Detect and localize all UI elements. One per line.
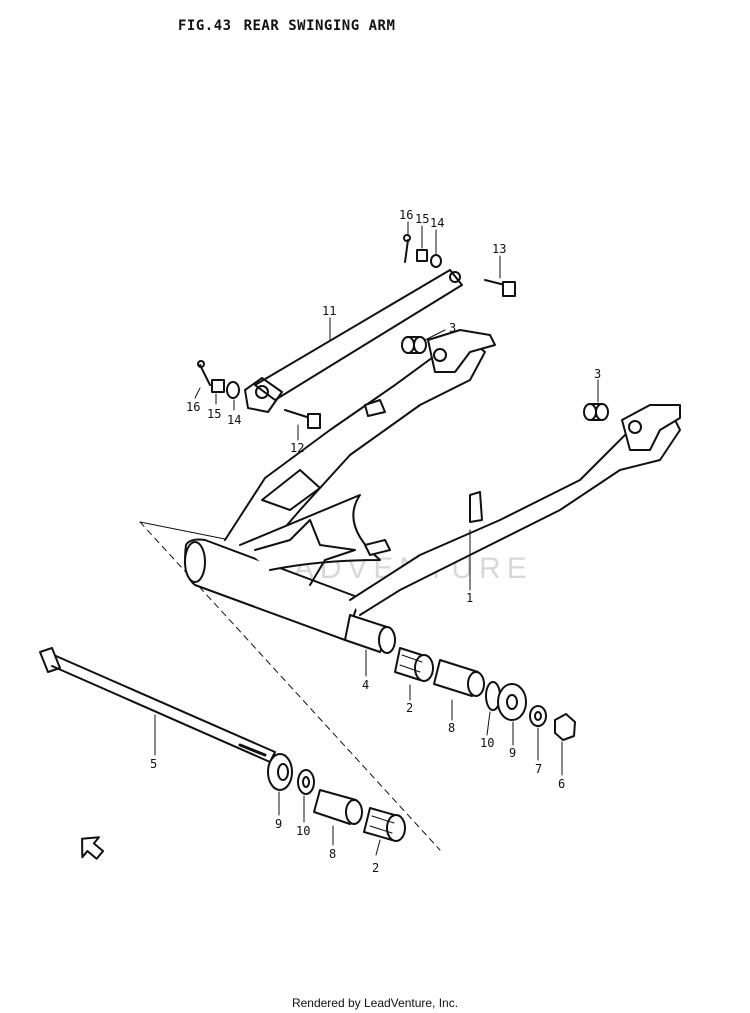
callout-6: 6 — [558, 777, 565, 791]
nut-left — [211, 379, 225, 393]
washer-left — [226, 381, 240, 399]
assembly-guide-line — [139, 521, 231, 541]
callout-4: 4 — [362, 678, 369, 692]
shock-rod — [244, 269, 463, 413]
callout-16: 16 — [186, 400, 200, 414]
pivot-shaft-5 — [39, 647, 276, 763]
figure-number: FIG.43 — [178, 18, 232, 34]
callout-15: 15 — [415, 212, 429, 226]
callout-3: 3 — [449, 321, 456, 335]
callout-13: 13 — [492, 242, 506, 256]
spacer-8-upper — [433, 659, 485, 697]
assembly-guide-line — [139, 521, 441, 851]
washer-10-lower — [297, 769, 315, 795]
nut-6 — [554, 713, 576, 741]
bolt-13 — [484, 279, 516, 297]
callout-2: 2 — [406, 701, 413, 715]
callout-8: 8 — [448, 721, 455, 735]
callout-5: 5 — [150, 757, 157, 771]
callout-16: 16 — [399, 208, 413, 222]
washer-top — [430, 254, 442, 268]
callout-3: 3 — [594, 367, 601, 381]
seal-9-lower — [267, 753, 293, 791]
needle-bearing-2-lower — [363, 807, 406, 842]
callout-8: 8 — [329, 847, 336, 861]
footer-credit: Rendered by LeadVenture, Inc. — [291, 996, 459, 1010]
spacer-8-lower — [313, 789, 363, 825]
callout-9: 9 — [275, 817, 282, 831]
front-direction-arrow-icon — [81, 836, 105, 860]
needle-bearing-2-upper — [394, 647, 434, 682]
callout-10: 10 — [296, 824, 310, 838]
bolt-12 — [284, 409, 321, 429]
cotter-pin-top — [403, 234, 411, 263]
callout-9: 9 — [509, 746, 516, 760]
nut-top — [416, 249, 428, 262]
swingarm-body — [184, 329, 681, 641]
bushing-3-right — [583, 403, 609, 421]
callout-10: 10 — [480, 736, 494, 750]
callout-11: 11 — [322, 304, 336, 318]
callout-12: 12 — [290, 441, 304, 455]
callout-14: 14 — [430, 216, 444, 230]
spacer-4 — [344, 614, 396, 654]
callout-2: 2 — [372, 861, 379, 875]
seal-9-upper — [497, 683, 527, 721]
callout-15: 15 — [207, 407, 221, 421]
callout-1: 1 — [466, 591, 473, 605]
figure-title: FIG.43 REAR SWINGING ARM — [178, 18, 407, 34]
callout-7: 7 — [535, 762, 542, 776]
leader-lines — [154, 221, 599, 856]
figure-name: REAR SWINGING ARM — [243, 18, 396, 34]
callout-14: 14 — [227, 413, 241, 427]
bushing-3-left — [401, 336, 427, 354]
washer-7 — [529, 705, 547, 727]
cotter-pin-left — [197, 360, 211, 386]
